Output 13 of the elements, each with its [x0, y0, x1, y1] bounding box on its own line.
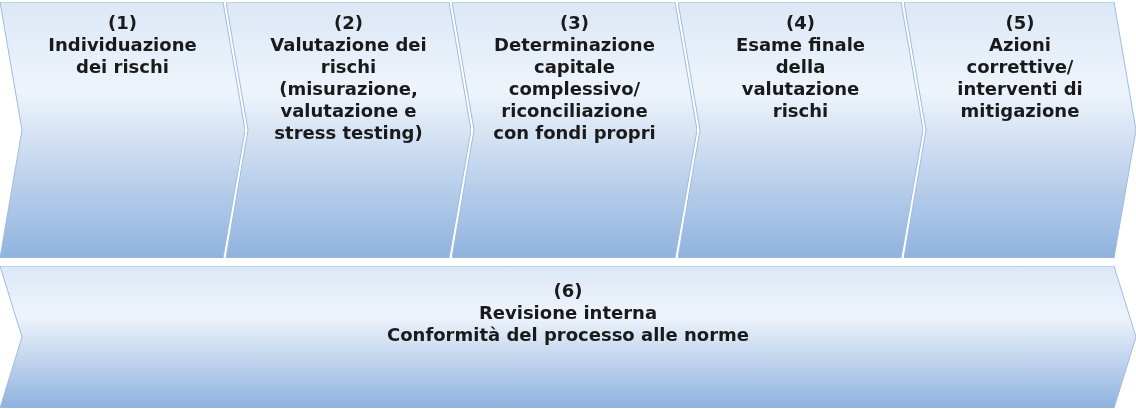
step-number: (3) [560, 12, 589, 34]
step-number: (1) [108, 12, 137, 34]
step-number: (6) [553, 280, 583, 302]
step-number: (4) [786, 12, 815, 34]
step-label: Conformità del processo alle norme [387, 324, 749, 346]
step-label: Valutazione dei rischi (misurazione, valutazione e stress testing) [269, 34, 428, 144]
step-label: Revisione interna [478, 302, 658, 324]
step-label: Individuazione dei rischi [47, 34, 198, 78]
step-label: Esame finale della valutazione rischi [734, 34, 867, 122]
step-label: Determinazione capitale complessivo/ riconciliazione con fondi propri [492, 34, 657, 144]
step-number: (5) [1005, 12, 1035, 34]
step-number: (2) [334, 12, 363, 34]
step-label: Azioni correttive/ interventi di mitigazione [956, 34, 1084, 122]
